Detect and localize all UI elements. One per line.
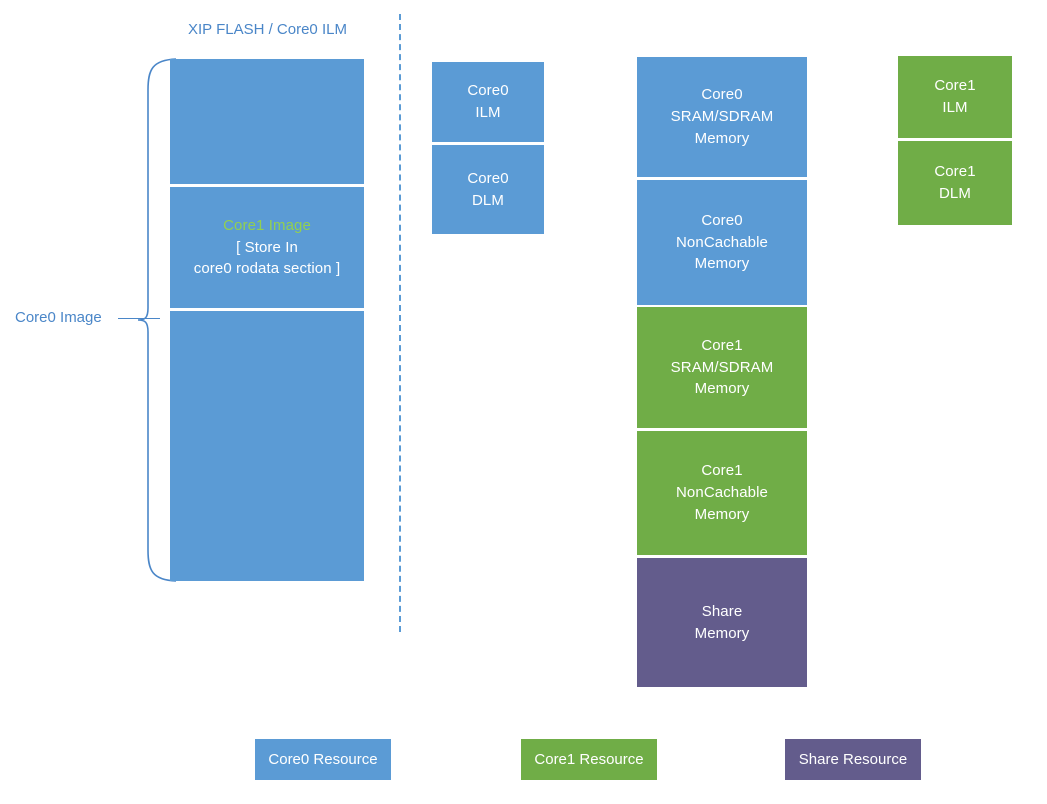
legend-share-resource: Share Resource <box>785 739 921 780</box>
block-core1-noncachable-memory: Core1 NonCachable Memory <box>637 431 807 555</box>
core0-sram-line2: SRAM/SDRAM <box>670 108 774 126</box>
block-share-memory: Share Memory <box>637 558 807 687</box>
legend-core0-resource-label: Core0 Resource <box>268 751 378 768</box>
core0-image-leader-line <box>118 318 160 319</box>
core1-image-store-line2: core0 rodata section ] <box>193 260 341 278</box>
core0-sram-line1: Core0 <box>701 86 743 104</box>
block-core1-image: Core1 Image [ Store In core0 rodata sect… <box>170 187 364 308</box>
block-core0-noncachable-memory: Core0 NonCachable Memory <box>637 180 807 305</box>
core1-image-store-line1: [ Store In <box>236 238 298 256</box>
core0-dlm-line2: DLM <box>472 191 504 209</box>
legend-core1-resource: Core1 Resource <box>521 739 657 780</box>
core1-dlm-line1: Core1 <box>934 163 976 181</box>
block-core0-sram-sdram-memory: Core0 SRAM/SDRAM Memory <box>637 57 807 177</box>
xip-flash-core0-ilm-title: XIP FLASH / Core0 ILM <box>188 21 347 38</box>
core1-ilm-line2: ILM <box>942 99 968 116</box>
core0-noncach-line2: NonCachable <box>676 233 768 251</box>
core1-image-title: Core1 Image <box>223 216 311 234</box>
core0-ilm-line1: Core0 <box>467 82 509 100</box>
block-core0-image-upper <box>170 59 364 184</box>
core1-ilm-line1: Core1 <box>934 77 976 95</box>
block-core0-dlm: Core0 DLM <box>432 145 544 234</box>
core0-noncach-line1: Core0 <box>701 211 743 229</box>
legend-core0-resource: Core0 Resource <box>255 739 391 780</box>
block-core1-sram-sdram-memory: Core1 SRAM/SDRAM Memory <box>637 307 807 428</box>
core1-noncach-line3: Memory <box>694 505 750 523</box>
core0-ilm-line2: ILM <box>475 104 501 121</box>
core1-sram-line1: Core1 <box>701 336 743 354</box>
core0-sram-line3: Memory <box>694 129 750 147</box>
share-memory-line2: Memory <box>694 624 750 642</box>
core1-noncach-line1: Core1 <box>701 462 743 480</box>
vertical-dashed-separator <box>399 14 401 632</box>
core1-noncach-line2: NonCachable <box>676 484 768 502</box>
block-core0-image-lower <box>170 311 364 581</box>
core0-dlm-line1: Core0 <box>467 169 509 187</box>
share-memory-line1: Share <box>701 602 743 620</box>
legend-share-resource-label: Share Resource <box>798 751 908 768</box>
core1-sram-line3: Memory <box>694 380 750 398</box>
core0-noncach-line3: Memory <box>694 255 750 273</box>
block-core0-ilm: Core0 ILM <box>432 62 544 142</box>
core1-dlm-line2: DLM <box>939 185 971 202</box>
core1-sram-line2: SRAM/SDRAM <box>670 358 774 376</box>
block-core1-dlm: Core1 DLM <box>898 141 1012 225</box>
block-core1-ilm: Core1 ILM <box>898 56 1012 138</box>
legend-core1-resource-label: Core1 Resource <box>534 751 644 768</box>
core0-image-label: Core0 Image <box>15 309 102 326</box>
